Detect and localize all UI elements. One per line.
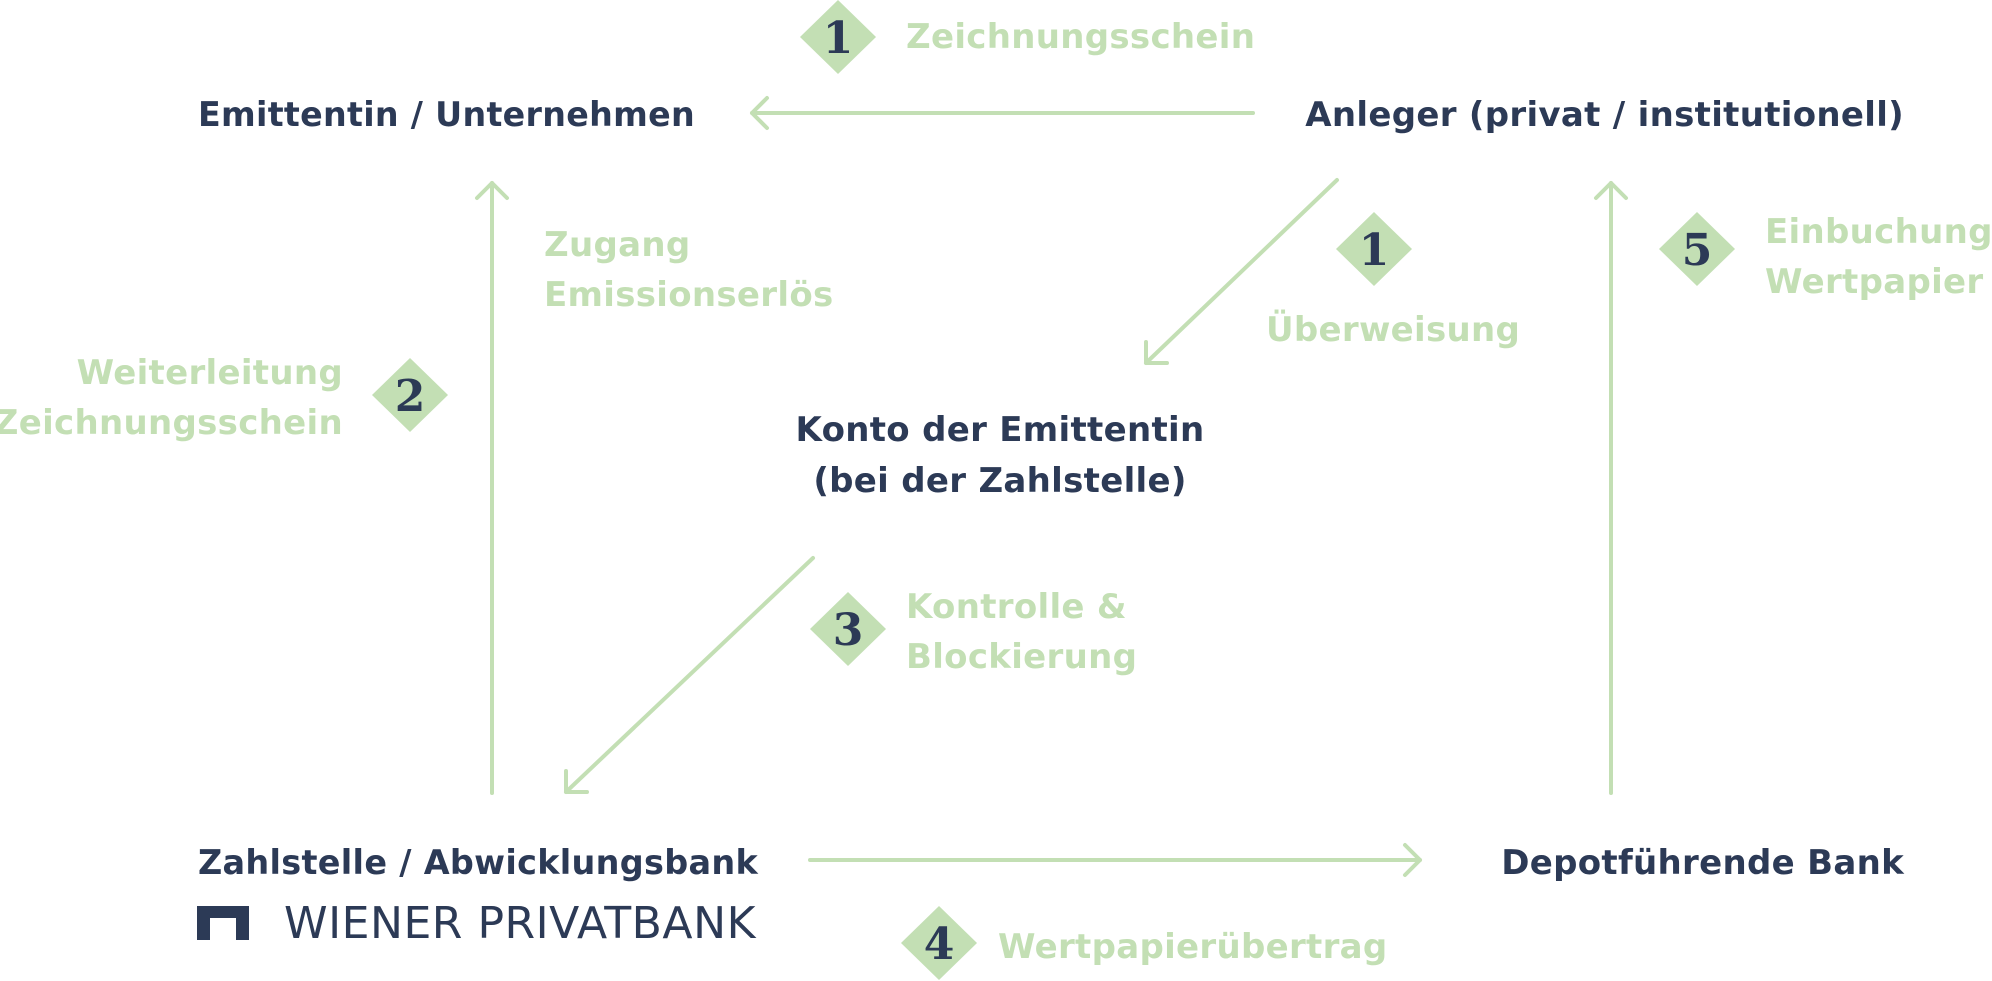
step-number: 5	[1682, 225, 1713, 276]
step-badge-1-ueberweisung: 1	[1336, 212, 1412, 286]
step-badge-1-zeichnungsschein: 1	[800, 0, 876, 74]
building-mark-icon	[197, 906, 249, 940]
label-einbuchung-line2: Wertpapier	[1765, 262, 1983, 302]
step-number: 4	[924, 919, 955, 970]
arrow-anleger-to-konto	[1144, 178, 1339, 365]
label-einbuchung-line1: Einbuchung	[1765, 212, 1992, 252]
step-badge-3-kontrolle: 3	[810, 592, 886, 666]
label-zugang-line2: Emissionserlös	[544, 275, 834, 315]
node-konto-line1: Konto der Emittentin	[796, 410, 1205, 450]
step-badge-4-wertpapieruebertrag: 4	[901, 906, 977, 980]
node-anleger: Anleger (privat / institutionell)	[1305, 95, 1904, 135]
label-zugang-line1: Zugang	[544, 225, 690, 265]
step-number: 3	[833, 605, 864, 656]
wiener-privatbank-logo: WIENER PRIVATBANK	[197, 898, 757, 949]
label-zeichnungsschein: Zeichnungsschein	[906, 17, 1255, 57]
step-badge-5-einbuchung: 5	[1659, 212, 1735, 286]
label-weiterleitung-line2: Zeichnungsschein	[0, 403, 343, 443]
arrow-anleger-to-emittentin	[750, 96, 1255, 130]
arrow-konto-to-zahlstelle	[564, 556, 815, 794]
arrow-zahlstelle-to-depotbank	[808, 843, 1422, 877]
label-wertpapieruebertrag: Wertpapierübertrag	[998, 927, 1388, 967]
step-number: 1	[1359, 225, 1390, 276]
step-number: 1	[823, 13, 854, 64]
arrow-depotbank-to-anleger	[1594, 181, 1628, 795]
node-emittentin: Emittentin / Unternehmen	[198, 95, 695, 135]
node-depotbank: Depotführende Bank	[1501, 843, 1905, 883]
node-zahlstelle: Zahlstelle / Abwicklungsbank	[198, 843, 759, 883]
label-ueberweisung: Überweisung	[1266, 309, 1520, 350]
label-kontrolle-line1: Kontrolle &	[906, 587, 1127, 627]
node-konto-line2: (bei der Zahlstelle)	[813, 461, 1186, 501]
step-badge-2-weiterleitung: 2	[372, 358, 448, 432]
step-number: 2	[395, 371, 426, 422]
label-kontrolle-line2: Blockierung	[906, 637, 1137, 677]
arrow-zahlstelle-to-emittentin	[475, 181, 509, 795]
label-weiterleitung-line1: Weiterleitung	[77, 353, 343, 393]
logo-text: WIENER PRIVATBANK	[284, 898, 757, 949]
